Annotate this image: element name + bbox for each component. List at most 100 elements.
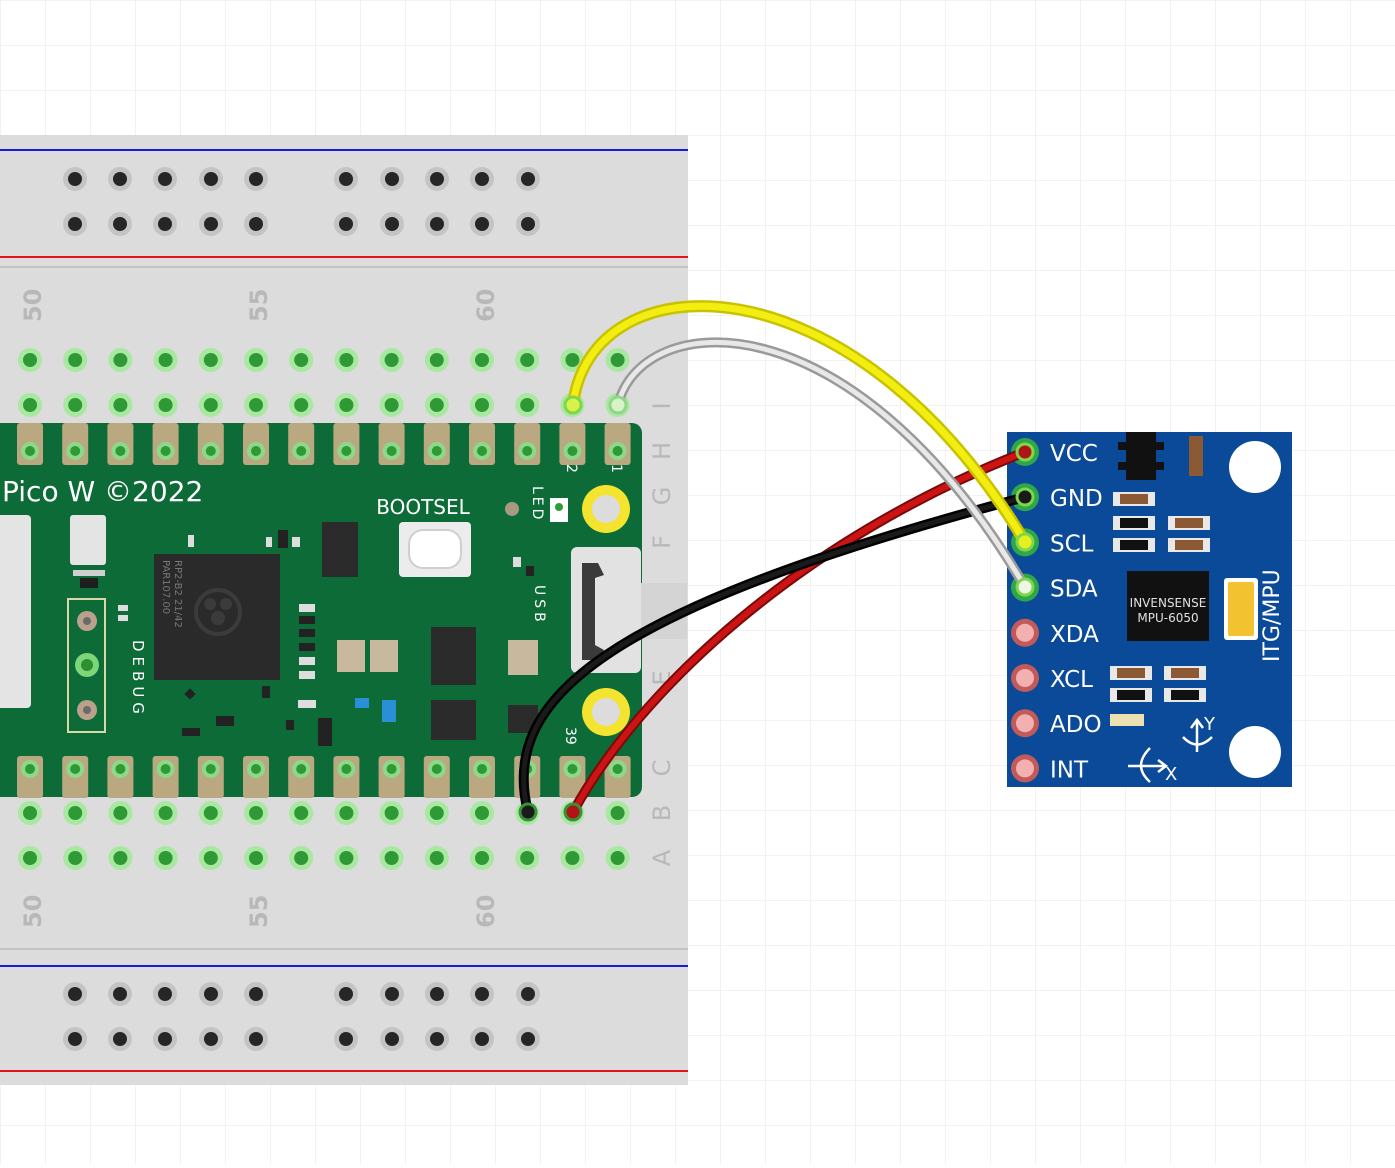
terminal-hole-center (339, 851, 354, 865)
rail-hole-center (521, 217, 535, 231)
wire-vcc[interactable] (568, 447, 1030, 817)
terminal-hole-center (475, 851, 489, 865)
rail-hole-center (158, 217, 172, 231)
row-letter-a: A (648, 849, 676, 866)
terminal-hole-center (610, 353, 625, 367)
mpu-pin-hole (1016, 714, 1034, 733)
pico-pcb (0, 423, 642, 797)
pin-number: 2 (563, 464, 579, 473)
terminal-hole-center (158, 806, 173, 820)
rail-hole-center (385, 217, 399, 231)
terminal-hole-center (203, 398, 218, 412)
terminal-hole-center (565, 353, 580, 367)
mpu-wire-end-gnd (1015, 487, 1035, 507)
terminal-hole-center (339, 806, 354, 820)
column-number-top: 55 (245, 289, 273, 322)
terminal-hole-center (610, 851, 625, 865)
rail-hole-center (385, 1032, 399, 1046)
terminal-hole-center (23, 353, 37, 367)
chip-label-model: MPU-6050 (1137, 611, 1198, 625)
rail-hole-center (113, 172, 127, 186)
smd-part (73, 570, 105, 576)
pin-number: 39 (562, 727, 578, 745)
power-rail-holes (63, 167, 540, 1051)
smd-resistor (1189, 436, 1203, 476)
mpu-wire-end-sda (1015, 577, 1035, 597)
rail-hole-center (339, 172, 353, 186)
terminal-hole-center (23, 398, 37, 412)
column-number-top: 50 (19, 289, 47, 322)
rail-hole-center (339, 1032, 353, 1046)
mpu-pin-label-ado: ADO (1050, 712, 1102, 738)
mpu-wire-end-scl (1015, 532, 1035, 552)
mpu-pin-label-scl: SCL (1050, 531, 1094, 557)
mpu-pin-hole (1016, 759, 1034, 778)
led-label: LED (529, 486, 545, 522)
rail-hole-center (521, 987, 535, 1001)
rail-hole-center (430, 217, 444, 231)
terminal-hole-center (339, 353, 354, 367)
wire-gnd[interactable] (518, 492, 1030, 817)
terminal-hole-center (429, 851, 444, 865)
terminal-hole-center (384, 353, 399, 367)
rail-hole-center (521, 1032, 535, 1046)
terminal-hole-center (249, 398, 263, 412)
mpu6050-chip (1127, 571, 1209, 641)
debug-label: DEBUG (129, 640, 147, 719)
capacitor (337, 640, 365, 672)
mpu-pin-label-int: INT (1050, 757, 1089, 783)
terminal-hole-center (113, 398, 128, 412)
terminal-hole-center (384, 398, 399, 412)
rail-hole-center (113, 217, 127, 231)
smd-led (382, 700, 396, 722)
wire-scl[interactable] (567, 300, 1031, 548)
rail-hole-center (385, 172, 399, 186)
chip-label-brand: INVENSENSE (1130, 596, 1207, 610)
terminal-hole-center (429, 806, 444, 820)
pico-w-board: Pico W ©2022 DEBUG RP2-B2 21/42 PAR107.0… (0, 423, 687, 798)
voltage-regulator (1126, 432, 1156, 480)
rail-hole-center (68, 987, 82, 1001)
chip-marking: RP2-B2 21/42 (172, 560, 183, 628)
terminal-hole-center (565, 851, 580, 865)
terminal-hole-center (203, 353, 218, 367)
terminal-hole-center (520, 398, 535, 412)
column-number-bottom: 60 (472, 895, 500, 928)
rail-hole-center (475, 1032, 489, 1046)
rail-hole-center (475, 172, 489, 186)
row-letter-c: C (648, 760, 676, 777)
terminal-holes (18, 348, 630, 870)
terminal-hole-center (113, 851, 128, 865)
mpu-pin-label-xcl: XCL (1050, 667, 1093, 693)
rail-hole-center (385, 987, 399, 1001)
debug-header-outline (67, 598, 106, 733)
column-numbers: 50 55 60 50 55 60 (19, 289, 500, 928)
terminal-hole-center (23, 851, 37, 865)
terminal-hole-center (158, 353, 173, 367)
rail-hole-center (68, 217, 82, 231)
terminal-hole-center (113, 806, 128, 820)
rail-hole-center (521, 172, 535, 186)
mpu-mounting-hole (1229, 441, 1281, 493)
terminal-hole-center (113, 353, 128, 367)
wire-end-gnd (518, 802, 538, 822)
column-number-bottom: 55 (245, 895, 273, 928)
tantalum-capacitor (1228, 582, 1254, 636)
terminal-hole-center (203, 851, 218, 865)
rail-hole-center (475, 987, 489, 1001)
antenna-component (70, 515, 106, 565)
terminal-hole-center (294, 398, 309, 412)
mpu-pin-label-sda: SDA (1050, 577, 1098, 603)
rail-hole-center (204, 987, 218, 1001)
rail-hole-center (113, 1032, 127, 1046)
rail-hole-center (430, 1032, 444, 1046)
terminal-hole-center (339, 398, 354, 412)
rail-hole-center (68, 172, 82, 186)
rail-hole-center (68, 1032, 82, 1046)
raspberry-logo-icon (194, 588, 242, 636)
rail-hole-center (249, 987, 263, 1001)
capacitor (508, 640, 538, 675)
wire-sda[interactable] (613, 337, 1030, 592)
